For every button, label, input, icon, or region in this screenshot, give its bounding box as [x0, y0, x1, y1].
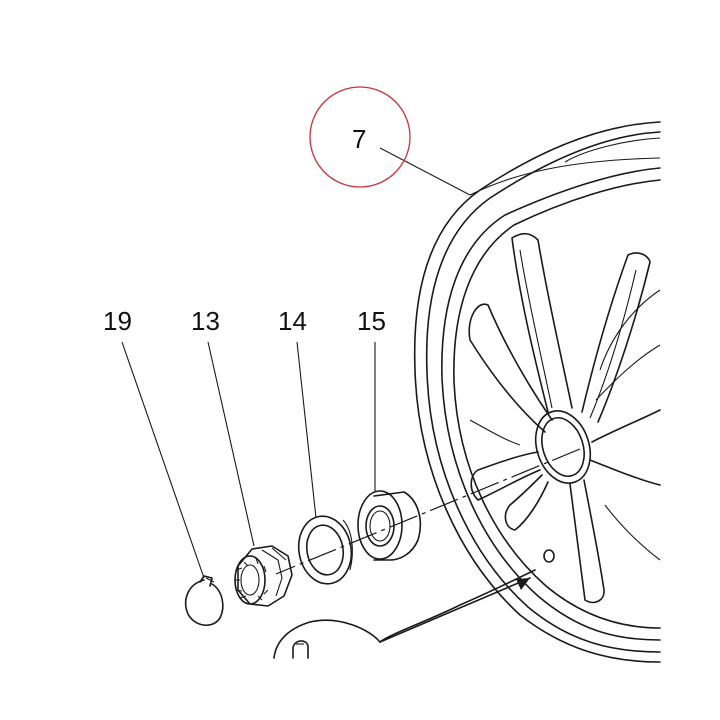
housing-outline [273, 569, 536, 659]
leader-line-14 [296, 341, 317, 519]
wheel[interactable] [413, 121, 661, 663]
leader-line-19 [121, 341, 205, 579]
washer[interactable] [293, 512, 356, 588]
cap-nut [292, 640, 309, 659]
callout-19: 19 [103, 306, 132, 336]
leader-line-13 [207, 341, 255, 547]
assembly-arrow [379, 577, 531, 643]
bushing[interactable] [357, 490, 422, 561]
callout-13: 13 [191, 306, 220, 336]
callout-15: 15 [357, 306, 386, 336]
leader-line-7 [379, 147, 471, 196]
clip[interactable] [184, 575, 224, 626]
nut[interactable] [234, 545, 293, 607]
callout-14: 14 [278, 306, 307, 336]
callout-7-highlight [309, 86, 411, 188]
callout-7: 7 [352, 124, 366, 154]
